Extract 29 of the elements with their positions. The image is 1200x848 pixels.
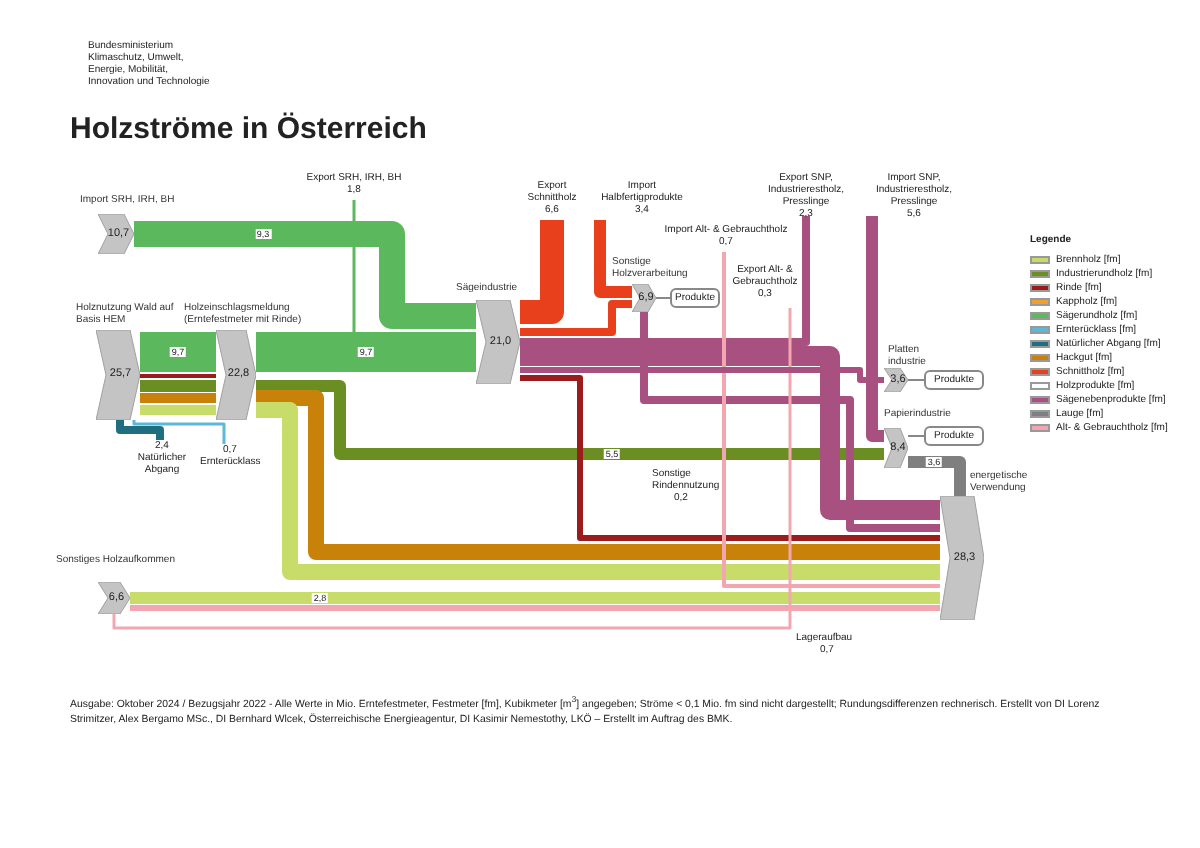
flow-line [594, 220, 632, 298]
flow-line [907, 435, 925, 437]
flow-line [112, 308, 792, 630]
flow-line [520, 300, 632, 336]
flow-band [520, 346, 940, 520]
flow-band [256, 390, 940, 560]
page-title: Holzströme in Österreich [70, 112, 427, 146]
flow-band [256, 332, 476, 372]
flow-line [722, 252, 940, 588]
flow-band [256, 402, 940, 580]
flow-band [134, 221, 476, 329]
flow-line [116, 420, 164, 440]
flow-band [140, 332, 216, 372]
flow-line [140, 393, 216, 403]
flow-line [256, 380, 884, 460]
flow-line [640, 312, 940, 532]
flow-line [520, 367, 884, 383]
flow-line [140, 380, 216, 392]
flow-line [140, 374, 216, 378]
flow-line [140, 405, 216, 415]
flow-line [908, 456, 966, 496]
flow-line [132, 420, 226, 444]
flow-line [520, 216, 810, 346]
flow-line [130, 605, 940, 611]
flow-line [520, 375, 940, 541]
flow-line [866, 216, 884, 442]
flow-line [655, 297, 671, 299]
flow-line [907, 379, 925, 381]
flow-line [130, 592, 940, 604]
